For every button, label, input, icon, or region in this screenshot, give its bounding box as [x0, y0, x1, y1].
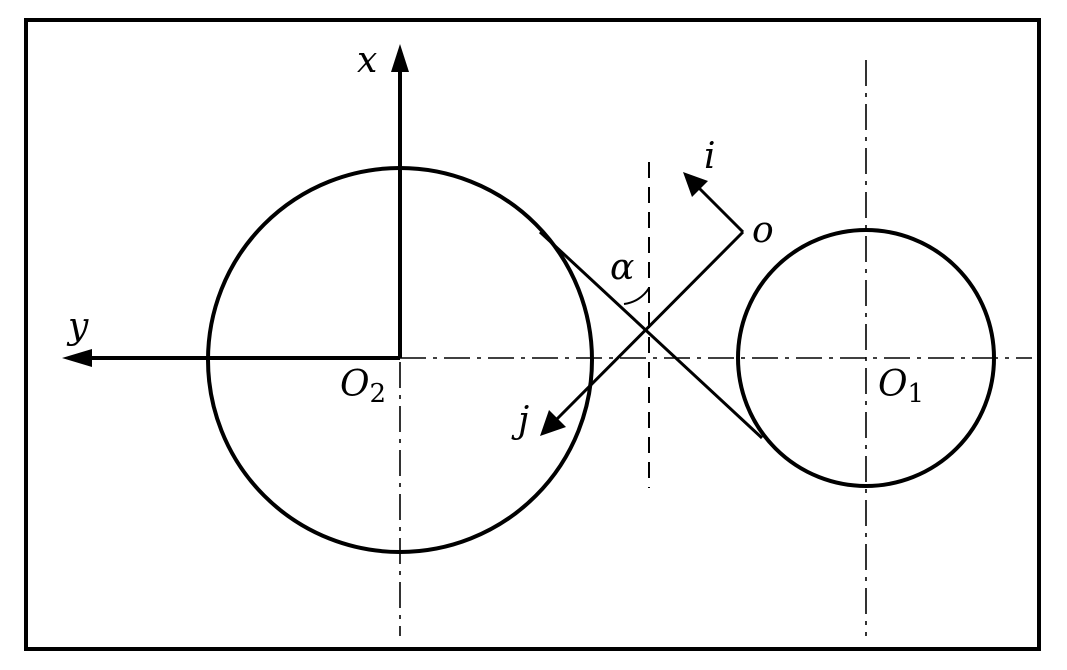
- x-axis-label: x: [357, 40, 377, 81]
- y-axis-arrowhead: [62, 349, 92, 367]
- center-o2-label: O2: [340, 364, 386, 409]
- angle-alpha-label: α: [610, 247, 634, 288]
- y-axis-label: y: [66, 306, 89, 347]
- belt-tangent-line-lower: [577, 282, 760, 418]
- belt-tangent-line-upper: [538, 230, 764, 440]
- origin-o-label: o: [752, 210, 774, 251]
- center-o1-label: O1: [878, 364, 924, 409]
- center-o1-subscript: 1: [908, 379, 925, 409]
- figure-frame: [24, 18, 1041, 651]
- center-o2-main: O: [340, 364, 370, 405]
- i-axis-line: [695, 184, 745, 234]
- j-axis-label: j: [511, 400, 529, 441]
- j-axis-line: [554, 230, 745, 422]
- center-o1-main: O: [878, 364, 908, 405]
- circle-o1: [736, 228, 996, 488]
- center-o2-subscript: 2: [370, 379, 387, 409]
- i-axis-arrowhead: [683, 172, 708, 197]
- j-axis-arrowhead: [540, 410, 566, 436]
- x-axis-arrowhead: [391, 44, 409, 72]
- angle-alpha-arc: [623, 287, 650, 305]
- i-axis-label: i: [704, 136, 716, 177]
